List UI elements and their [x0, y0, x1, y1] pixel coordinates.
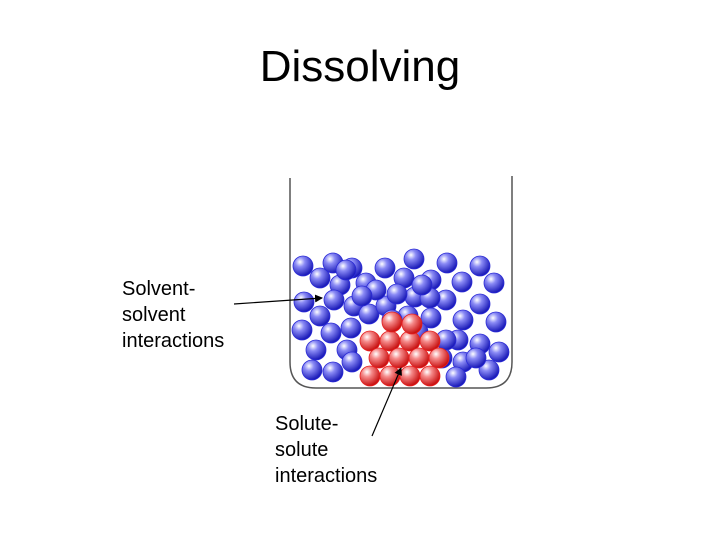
solvent-particle [465, 347, 487, 369]
solvent-label-line-3: interactions [122, 330, 225, 352]
solute-particle [419, 365, 441, 387]
solvent-label-line-1: Solvent- [122, 278, 196, 300]
solvent-particle [488, 341, 510, 363]
solvent-particle [293, 291, 315, 313]
solute-particle [401, 313, 423, 335]
solvent-particle [469, 255, 491, 277]
solvent-particle [292, 255, 314, 277]
solvent-particle [478, 359, 500, 381]
solvent-particle [485, 311, 507, 333]
solvent-particle [309, 305, 331, 327]
solute-particle [368, 347, 390, 369]
solvent-particle [335, 259, 357, 281]
solute-pointer-arrow [371, 367, 402, 437]
solvent-particle [451, 271, 473, 293]
solute-label-line-1: Solute- [275, 413, 339, 435]
solvent-particle [323, 289, 345, 311]
solvent-particle [452, 309, 474, 331]
solvent-particle [483, 272, 505, 294]
solvent-particle [403, 248, 425, 270]
solvent-particle [386, 283, 408, 305]
solvent-particle [341, 351, 363, 373]
solvent-particle [301, 359, 323, 381]
solute-label-line-3: interactions [275, 465, 378, 487]
solute-particles [359, 311, 450, 387]
solvent-particle [351, 285, 373, 307]
solvent-particle [436, 252, 458, 274]
solvent-particle [291, 319, 313, 341]
solute-particle [419, 330, 441, 352]
solvent-particle [469, 293, 491, 315]
slide-title: Dissolving [259, 42, 461, 91]
solvent-particle [340, 317, 362, 339]
solvent-particle [374, 257, 396, 279]
solvent-particle [320, 322, 342, 344]
solvent-particle [445, 366, 467, 388]
solute-particle [408, 347, 430, 369]
solute-label-line-2: solute [275, 439, 329, 461]
beaker [289, 176, 513, 389]
solute-particle [428, 347, 450, 369]
solvent-particle [358, 303, 380, 325]
solvent-particle [411, 274, 433, 296]
solvent-particle [322, 361, 344, 383]
solute-particle [359, 365, 381, 387]
solvent-pointer-arrow [233, 294, 323, 305]
solute-particle [388, 347, 410, 369]
solute-solute-label: Solute- solute interactions [275, 411, 377, 489]
solvent-label-line-2: solvent [122, 304, 186, 326]
solute-particle [381, 311, 403, 333]
solvent-particle [305, 339, 327, 361]
solute-particle [399, 365, 421, 387]
solvent-solvent-label: Solvent- solvent interactions [122, 276, 224, 354]
solvent-particle [309, 267, 331, 289]
